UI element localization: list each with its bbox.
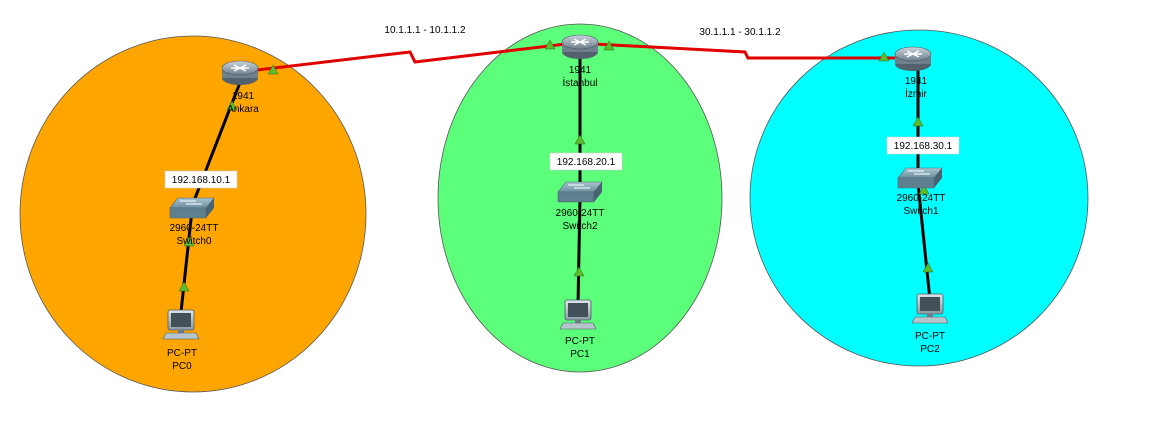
gateway-tag-izmir: 192.168.30.1: [886, 136, 960, 155]
pc-name-label: PC0: [172, 361, 192, 372]
router-icon: [561, 34, 599, 60]
router-name-label: Ankara: [227, 104, 259, 115]
lan-link-switch1-pc2[interactable]: [916, 183, 932, 301]
pc-name-label: PC2: [920, 344, 940, 355]
switch-icon: [169, 197, 215, 219]
switch-model-label: 2960-24TT: [170, 223, 219, 234]
pc-name-label: PC1: [570, 349, 590, 360]
router-name-label: İstanbul: [562, 76, 597, 89]
switch-icon: [897, 167, 943, 189]
router-ankara[interactable]: 1941 Ankara: [221, 60, 259, 115]
wan-link-istanbul-izmir[interactable]: [593, 42, 912, 60]
pc-pc1[interactable]: PC-PT PC1: [559, 299, 597, 360]
pc-icon: [559, 299, 597, 330]
gateway-ip-label: 192.168.30.1: [894, 141, 953, 152]
router-icon: [894, 46, 932, 72]
switch-model-label: 2960-24TT: [897, 193, 946, 204]
gateway-tag-istanbul: 192.168.20.1: [549, 152, 623, 171]
gateway-tag-ankara: 192.168.10.1: [164, 170, 238, 189]
router-istanbul[interactable]: 1941 İstanbul: [561, 34, 599, 89]
pc-pc0[interactable]: PC-PT PC0: [162, 309, 200, 372]
switch-model-label: 2960-24TT: [556, 208, 605, 219]
router-icon: [221, 60, 259, 86]
switch-icon: [557, 181, 603, 203]
wan-link-ankara-istanbul[interactable]: [239, 42, 567, 74]
pc-model-label: PC-PT: [915, 331, 945, 342]
switch-switch2[interactable]: 2960-24TT Switch2: [556, 181, 605, 232]
pc-icon: [162, 309, 200, 340]
wan-label-ankara-istanbul: 10.1.1.1 - 10.1.1.2: [384, 25, 466, 36]
pc-model-label: PC-PT: [565, 336, 595, 347]
router-name-label: İzmir: [905, 87, 927, 100]
switch-switch1[interactable]: 2960-24TT Switch1: [897, 167, 946, 217]
switch-switch0[interactable]: 2960-24TT Switch0: [169, 197, 219, 247]
pc-pc2[interactable]: PC-PT PC2: [911, 293, 949, 355]
gateway-ip-label: 192.168.10.1: [172, 175, 231, 186]
wan-label-istanbul-izmir: 30.1.1.1 - 30.1.1.2: [699, 27, 781, 38]
lan-link-switch0-pc0[interactable]: [179, 209, 194, 313]
pc-model-label: PC-PT: [167, 348, 197, 359]
router-model-label: 1941: [232, 91, 255, 102]
router-model-label: 1941: [569, 65, 592, 76]
switch-name-label: Switch0: [176, 236, 211, 247]
gateway-ip-label: 192.168.20.1: [557, 157, 616, 168]
switch-name-label: Switch1: [903, 206, 938, 217]
router-model-label: 1941: [905, 76, 928, 87]
pc-icon: [911, 293, 949, 324]
router-izmir[interactable]: 1941 İzmir: [894, 46, 932, 100]
switch-name-label: Switch2: [562, 221, 597, 232]
lan-link-switch2-pc1[interactable]: [576, 197, 582, 306]
